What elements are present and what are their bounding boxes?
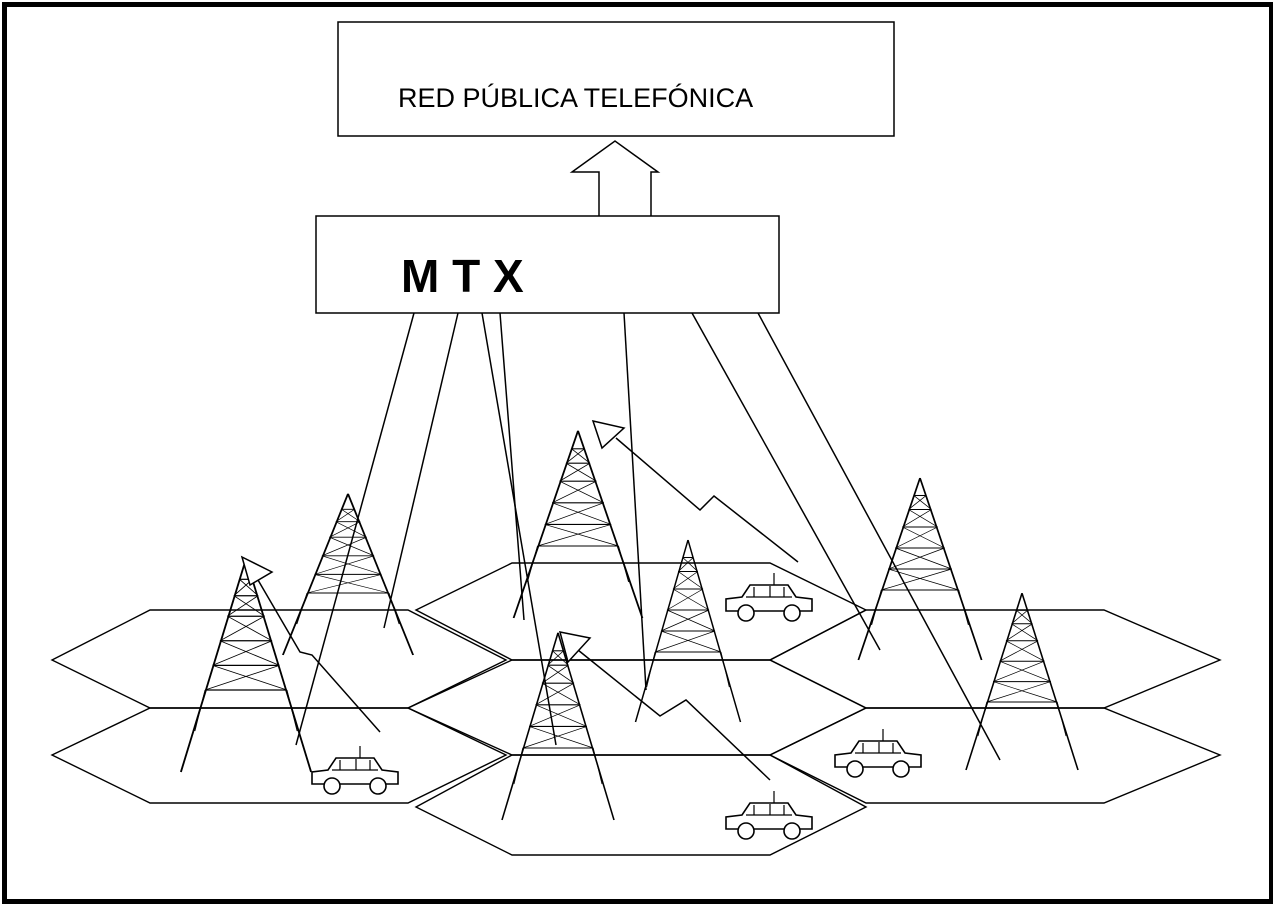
- radio-links: [240, 419, 799, 781]
- car-icon: [725, 572, 813, 622]
- link-line: [295, 312, 415, 746]
- radio-signal: [577, 649, 771, 781]
- public-network-label: RED PÚBLICA TELEFÓNICA: [398, 82, 753, 113]
- mtx-box: [315, 215, 780, 314]
- radio-arrowhead: [558, 631, 592, 664]
- cell-tower: [281, 492, 415, 656]
- cell-tower: [634, 539, 742, 723]
- link-line: [383, 312, 459, 629]
- car-icon: [834, 728, 922, 778]
- cell-tower: [965, 592, 1079, 771]
- cell-grid: [50, 562, 1222, 856]
- cell-hexagon: [768, 707, 1222, 804]
- link-line: [691, 312, 881, 651]
- vehicles: [311, 572, 922, 840]
- cell-tower: [501, 631, 615, 821]
- mtx-links: [295, 312, 1001, 761]
- towers: [179, 429, 1079, 821]
- car-icon: [311, 745, 399, 795]
- link-line: [757, 312, 1001, 761]
- cell-hexagon: [50, 707, 508, 804]
- cell-hexagon: [414, 754, 868, 856]
- mtx-label: M T X: [401, 250, 524, 302]
- car-icon: [725, 790, 813, 840]
- link-line: [499, 312, 525, 621]
- cell-tower: [179, 557, 313, 773]
- link-line: [481, 312, 557, 746]
- cell-hexagon: [768, 609, 1222, 709]
- cell-tower: [857, 477, 983, 661]
- radio-arrowhead: [240, 555, 274, 587]
- link-line: [623, 312, 647, 691]
- radio-arrowhead: [591, 419, 626, 450]
- radio-signal: [615, 437, 799, 563]
- public-network-box: [337, 21, 895, 137]
- cell-tower: [512, 429, 644, 619]
- cell-hexagon: [50, 609, 508, 709]
- uplink-arrow: [569, 140, 661, 216]
- radio-signal: [257, 579, 381, 733]
